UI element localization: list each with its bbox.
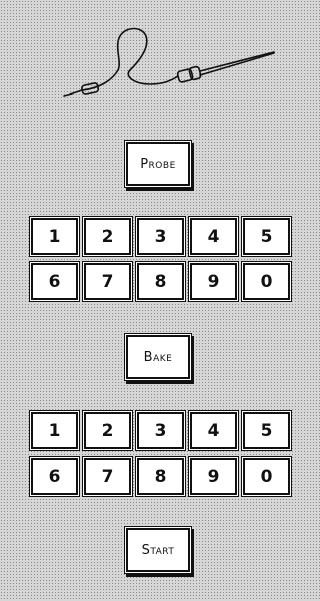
bake-key-1[interactable]: 1 <box>31 412 78 449</box>
start-button[interactable]: Start <box>126 528 190 572</box>
bake-key-3[interactable]: 3 <box>137 412 184 449</box>
key-label: 1 <box>49 421 61 441</box>
probe-key-9[interactable]: 9 <box>190 263 237 300</box>
key-label: 5 <box>261 421 273 441</box>
bake-key-9[interactable]: 9 <box>190 458 237 495</box>
probe-button-label: Probe <box>140 157 176 172</box>
key-label: 6 <box>49 272 61 292</box>
probe-key-1[interactable]: 1 <box>31 218 78 255</box>
key-label: 2 <box>102 421 114 441</box>
bake-key-5[interactable]: 5 <box>243 412 290 449</box>
key-label: 3 <box>155 227 167 247</box>
bake-key-7[interactable]: 7 <box>84 458 131 495</box>
key-label: 2 <box>102 227 114 247</box>
bake-key-8[interactable]: 8 <box>137 458 184 495</box>
bake-key-0[interactable]: 0 <box>243 458 290 495</box>
key-label: 9 <box>208 467 220 487</box>
bake-key-4[interactable]: 4 <box>190 412 237 449</box>
key-label: 8 <box>155 272 167 292</box>
key-label: 4 <box>208 227 220 247</box>
key-label: 1 <box>49 227 61 247</box>
bake-key-6[interactable]: 6 <box>31 458 78 495</box>
bake-key-2[interactable]: 2 <box>84 412 131 449</box>
probe-key-6[interactable]: 6 <box>31 263 78 300</box>
key-label: 7 <box>102 272 114 292</box>
probe-key-5[interactable]: 5 <box>243 218 290 255</box>
bake-button[interactable]: Bake <box>126 335 190 379</box>
key-label: 3 <box>155 421 167 441</box>
start-button-label: Start <box>142 543 175 558</box>
key-label: 9 <box>208 272 220 292</box>
key-label: 8 <box>155 467 167 487</box>
probe-key-3[interactable]: 3 <box>137 218 184 255</box>
probe-key-4[interactable]: 4 <box>190 218 237 255</box>
probe-key-0[interactable]: 0 <box>243 263 290 300</box>
probe-key-8[interactable]: 8 <box>137 263 184 300</box>
meat-probe-icon <box>60 18 280 108</box>
probe-key-2[interactable]: 2 <box>84 218 131 255</box>
probe-button[interactable]: Probe <box>126 142 190 186</box>
key-label: 6 <box>49 467 61 487</box>
key-label: 7 <box>102 467 114 487</box>
key-label: 0 <box>261 467 273 487</box>
probe-key-7[interactable]: 7 <box>84 263 131 300</box>
key-label: 5 <box>261 227 273 247</box>
bake-button-label: Bake <box>144 350 173 365</box>
key-label: 0 <box>261 272 273 292</box>
key-label: 4 <box>208 421 220 441</box>
